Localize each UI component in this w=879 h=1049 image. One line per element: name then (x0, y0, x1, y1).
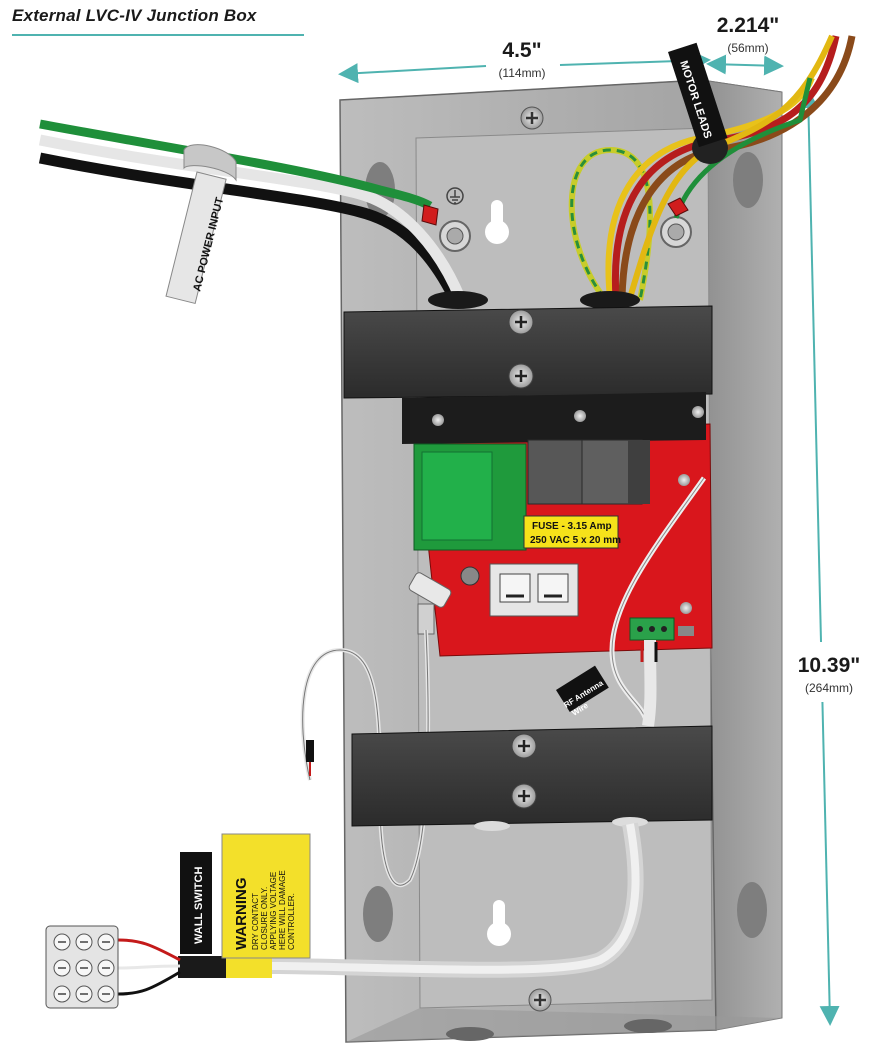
fuse-label: FUSE - 3.15 Amp 250 VAC 5 x 20 mm (523, 515, 621, 549)
height-metric: (264mm) (805, 681, 853, 695)
bottom-clamp-bar (351, 725, 713, 831)
wall-switch-tag: WALL SWITCH (180, 852, 212, 954)
depth-value: 2.214" (717, 14, 780, 37)
fuse-spec: 250 VAC 5 x 20 mm (530, 535, 621, 546)
height-dimension: 10.39" (264mm) (795, 88, 865, 1026)
antenna-connector (408, 566, 480, 635)
warning-title: WARNING (233, 878, 250, 951)
depth-metric: (56mm) (727, 41, 768, 55)
screw-icon (432, 414, 444, 426)
screw-icon (680, 602, 692, 614)
warning-line-4: HERE WILL DAMAGE (278, 870, 287, 950)
screw-icon (528, 988, 552, 1012)
diagram-title: External LVC-IV Junction Box (12, 6, 257, 25)
ground-terminal (439, 187, 471, 252)
wall-switch-terminal (45, 925, 119, 1009)
rf-antenna-cable (609, 476, 707, 727)
title-underline (12, 34, 304, 36)
keyhole-slot (487, 900, 511, 946)
keyhole-slot (485, 200, 509, 244)
relay-block (413, 443, 527, 551)
knockout (733, 152, 763, 208)
screw-icon (574, 410, 586, 422)
width-dimension: 4.5" (114mm) (338, 39, 711, 84)
ground-terminal (660, 216, 692, 248)
fuse-rating: FUSE - 3.15 Amp (532, 521, 612, 532)
ac-power-cable (38, 119, 488, 309)
ac-power-tag: AC POWER INPUT (165, 144, 237, 305)
height-value: 10.39" (798, 654, 861, 677)
warning-line-3: APPLYING VOLTAGE (269, 872, 278, 950)
motor-leads (568, 34, 856, 309)
knockout (363, 886, 393, 942)
screw-icon (692, 406, 704, 418)
warning-line-1: DRY CONTACT (251, 893, 260, 950)
relay-block (527, 439, 650, 505)
wall-switch-cable (117, 822, 644, 996)
warning-label: WARNING DRY CONTACT CLOSURE ONLY. APPLYI… (221, 833, 311, 959)
knockout (737, 882, 767, 938)
depth-dimension: 2.214" (56mm) (706, 14, 784, 76)
circuit-board: FUSE - 3.15 Amp 250 VAC 5 x 20 mm (402, 392, 713, 657)
rj-jacks (489, 563, 579, 617)
screw-icon (520, 106, 544, 130)
top-clamp-bar (343, 305, 713, 399)
width-value: 4.5" (502, 39, 541, 62)
width-metric: (114mm) (498, 66, 545, 80)
wall-switch-label: WALL SWITCH (193, 867, 205, 944)
warning-line-2: CLOSURE ONLY. (260, 887, 269, 950)
screw-icon (678, 474, 690, 486)
terminal-block (629, 617, 694, 641)
warning-line-5: CONTROLLER. (287, 893, 296, 950)
